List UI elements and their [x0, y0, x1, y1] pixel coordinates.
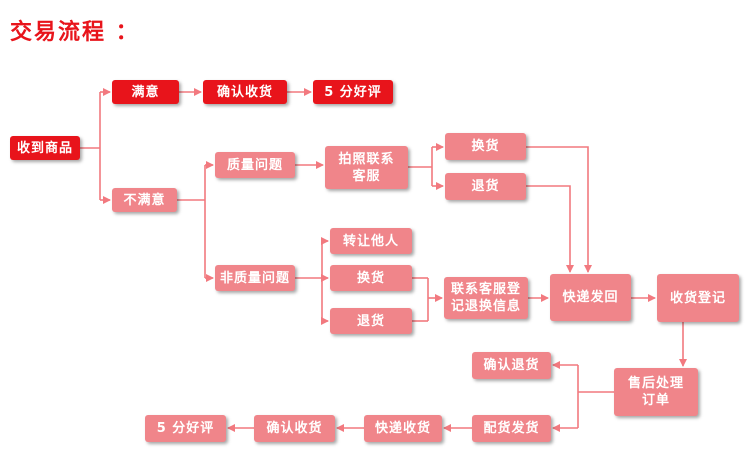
- node-return-1: 退货: [445, 173, 526, 200]
- node-confirm-return: 确认退货: [472, 352, 551, 379]
- node-unsatisfied: 不满意: [112, 188, 177, 212]
- node-exchange-2: 换货: [330, 265, 412, 291]
- node-satisfied: 满意: [112, 80, 179, 104]
- node-non-quality-issue: 非质量问题: [215, 265, 295, 291]
- node-receive: 收到商品: [10, 136, 80, 160]
- node-confirm-top: 确认收货: [203, 80, 287, 104]
- node-confirm-bottom: 确认收货: [254, 415, 335, 442]
- node-photo-contact: 拍照联系 客服: [325, 146, 408, 189]
- node-after-sales: 售后处理 订单: [614, 368, 698, 416]
- connector-return1-ship: [526, 185, 574, 273]
- node-courier-receive: 快递收货: [364, 415, 442, 442]
- node-receipt-register: 收货登记: [657, 274, 739, 322]
- node-ship-back: 快递发回: [550, 274, 631, 321]
- node-rating-bottom: 5 分好评: [145, 415, 226, 442]
- node-rating-top: 5 分好评: [313, 80, 393, 104]
- connector-exchange1-ship: [526, 146, 592, 273]
- node-quality-issue: 质量问题: [215, 152, 295, 178]
- node-transfer: 转让他人: [330, 228, 412, 254]
- node-contact-register: 联系客服登 记退换信息: [444, 277, 528, 319]
- node-ship-goods: 配货发货: [472, 415, 551, 442]
- node-exchange-1: 换货: [445, 133, 526, 160]
- node-return-2: 退货: [330, 308, 412, 334]
- page-title: 交易流程 ：: [10, 20, 140, 45]
